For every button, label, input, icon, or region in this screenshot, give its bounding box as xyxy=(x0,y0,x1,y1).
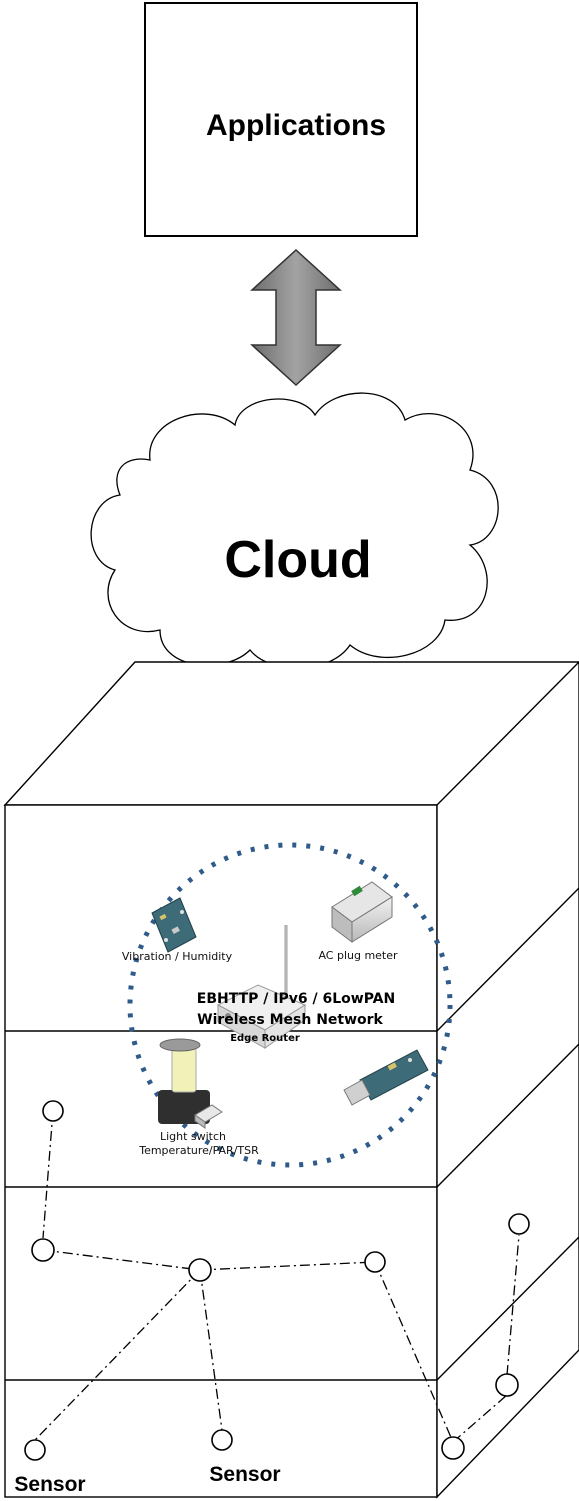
network-title-line1: EBHTTP / IPv6 / 6LowPAN xyxy=(197,991,395,1007)
applications-box: Applications xyxy=(144,2,418,237)
network-title-line2: Wireless Mesh Network xyxy=(197,1012,383,1028)
sensor-node xyxy=(364,1251,386,1273)
ac-plug-meter xyxy=(331,881,393,943)
sensor-node xyxy=(508,1213,530,1235)
applications-label: Applications xyxy=(206,109,386,142)
edge-router xyxy=(216,925,307,1049)
cloud-label: Cloud xyxy=(224,531,371,589)
sensor-node xyxy=(188,1258,212,1282)
sensor-node xyxy=(42,1100,64,1122)
double-arrow-top xyxy=(250,248,342,387)
cloud-shape: Cloud xyxy=(90,392,499,669)
light-switch-label: Light switch xyxy=(160,1130,226,1143)
sensor-node xyxy=(441,1436,465,1460)
mesh-ring xyxy=(127,842,453,1168)
light-switch-device xyxy=(158,1038,223,1129)
edge-router-label: Edge Router xyxy=(230,1033,300,1044)
sensor-nodes xyxy=(24,1100,530,1461)
sensor-node xyxy=(24,1439,46,1461)
sensor-node xyxy=(31,1238,55,1262)
sensor-label-center: Sensor xyxy=(209,1463,280,1486)
sensor-node xyxy=(211,1429,233,1451)
sensor-links xyxy=(34,1110,520,1443)
vibration-humidity-label: Vibration / Humidity xyxy=(122,950,233,963)
temperature-label: Temperature/PAR/TSR xyxy=(138,1144,259,1157)
sensor-node xyxy=(495,1373,519,1397)
ac-plug-meter-label: AC plug meter xyxy=(318,949,398,962)
vibration-sensor-board xyxy=(151,897,197,953)
network-cube xyxy=(3,661,579,1499)
usb-dongle-board xyxy=(343,1049,429,1106)
sensor-label-left: Sensor xyxy=(14,1473,85,1496)
